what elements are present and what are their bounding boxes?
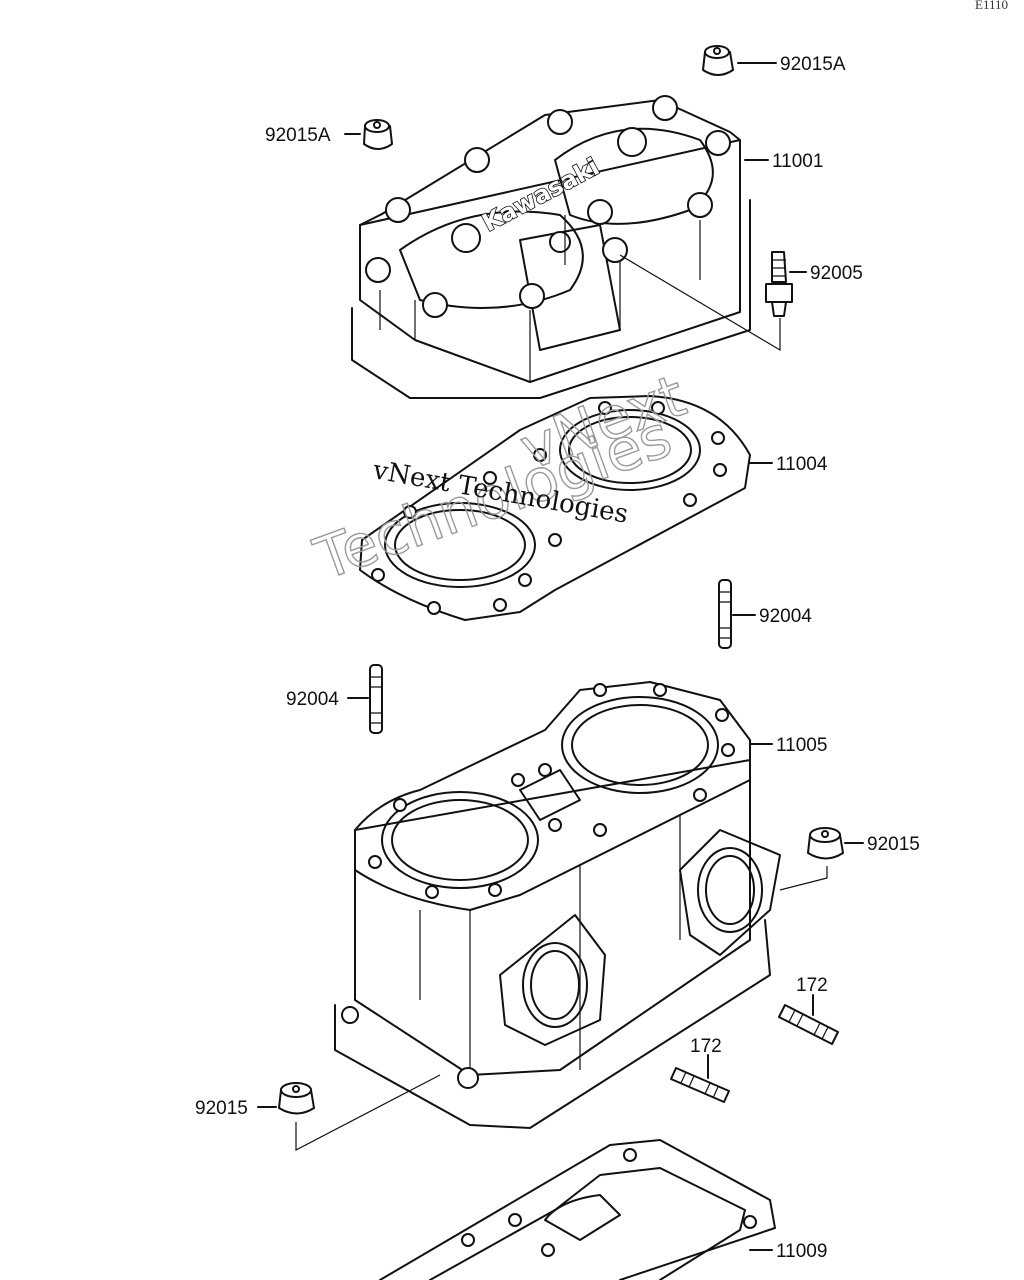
callout-stud-right: 92004 — [759, 606, 812, 627]
callout-cylinder-head: 11001 — [772, 151, 823, 172]
head-gasket-part — [359, 395, 751, 621]
callout-head-gasket: 11004 — [776, 454, 828, 475]
cylinder-block-part — [334, 681, 781, 1129]
nut-92015a-top-left-part — [363, 119, 393, 150]
callout-nut-left: 92015 — [195, 1098, 248, 1119]
callout-stud-172-left: 172 — [690, 1036, 722, 1057]
callout-base-gasket: 11009 — [776, 1241, 827, 1262]
cylinder-head-part: Kawasaki — [351, 95, 751, 399]
fitting-92005-part — [765, 251, 793, 317]
callout-fitting: 92005 — [810, 263, 863, 284]
callout-nut-right: 92015 — [867, 834, 920, 855]
callout-92015a-top-right: 92015A — [780, 54, 846, 75]
callout-92015a-top-left: 92015A — [265, 125, 331, 146]
stud-92004-left-part — [369, 664, 383, 734]
callout-stud-172-right: 172 — [796, 975, 828, 996]
callout-cylinder: 11005 — [776, 735, 827, 756]
stud-172-right-part — [778, 1004, 839, 1045]
base-gasket-part — [379, 1139, 776, 1280]
nut-92015a-top-right-part — [702, 45, 734, 76]
nut-92015-right-part — [807, 827, 844, 860]
watermark: vNext Technologies vNext Technologies — [305, 361, 695, 595]
callout-stud-left: 92004 — [286, 689, 339, 710]
corner-code: E1110 — [975, 0, 1008, 12]
nut-92015-left-part — [278, 1082, 315, 1115]
stud-92004-right-part — [718, 579, 732, 649]
stud-172-left-part — [670, 1067, 730, 1103]
